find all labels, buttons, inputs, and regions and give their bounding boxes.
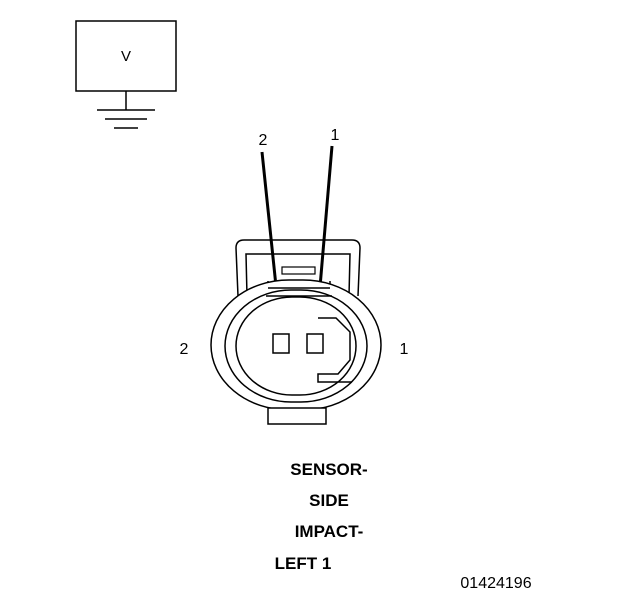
connector-title-line-3: IMPACT- <box>295 522 364 541</box>
connector-title-line-2: SIDE <box>309 491 349 510</box>
side-label-pin-2: 2 <box>180 341 189 358</box>
arrow-label-pin-2: 2 <box>259 132 268 149</box>
terminal-pin-2 <box>272 333 290 354</box>
connector-title-line-4: LEFT 1 <box>275 554 332 573</box>
ground-icon <box>97 91 155 129</box>
voltmeter: V <box>75 20 177 92</box>
connector-title: SENSOR- SIDE IMPACT- LEFT 1 <box>275 460 368 573</box>
figure-code: 01424196 <box>460 575 531 592</box>
arrow-label-pin-1: 1 <box>331 127 340 144</box>
connector-title-line-1: SENSOR- <box>290 460 367 479</box>
terminal-pin-1 <box>306 333 324 354</box>
voltmeter-label: V <box>121 48 131 65</box>
side-label-pin-1: 1 <box>400 341 409 358</box>
connector-face <box>210 239 382 425</box>
